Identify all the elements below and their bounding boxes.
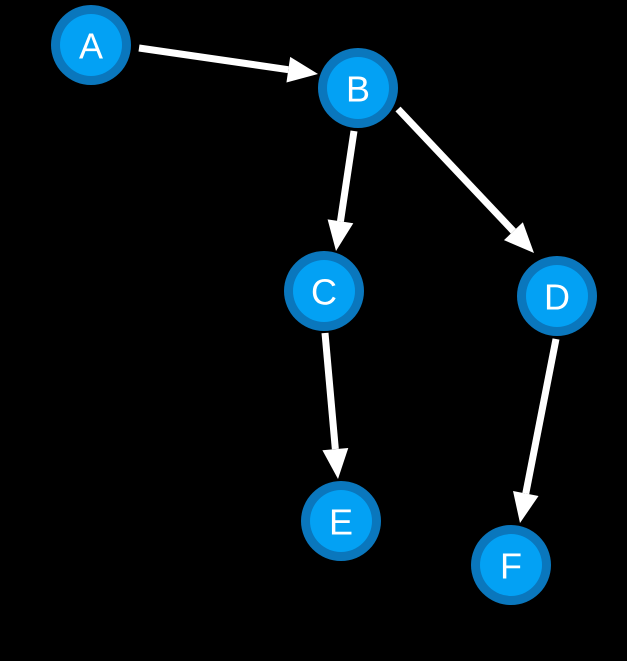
nodes-layer: A B C D E F xyxy=(51,5,597,605)
arrowhead-icon xyxy=(503,222,534,253)
node-core xyxy=(526,265,588,327)
node-core xyxy=(480,534,542,596)
node-label: A xyxy=(79,26,103,67)
graph-node-b[interactable]: B xyxy=(318,48,398,128)
node-core xyxy=(327,57,389,119)
node-label: D xyxy=(544,277,570,318)
graph-node-a[interactable]: A xyxy=(51,5,131,85)
graph-node-d[interactable]: D xyxy=(517,256,597,336)
node-label: B xyxy=(346,69,370,110)
edge-shaft xyxy=(321,332,339,450)
node-label: E xyxy=(329,502,353,543)
graph-edge-d-f[interactable] xyxy=(513,338,560,523)
edge-shaft xyxy=(522,338,560,495)
graph-edge-a-b[interactable] xyxy=(138,44,318,83)
edge-shaft xyxy=(138,44,289,74)
graph-edge-b-c[interactable] xyxy=(327,130,358,251)
arrowhead-icon xyxy=(327,219,354,251)
graph-edge-b-d[interactable] xyxy=(395,106,534,253)
node-core xyxy=(310,490,372,552)
arrowhead-icon xyxy=(513,491,539,523)
arrowhead-icon xyxy=(322,447,349,479)
node-core xyxy=(293,260,355,322)
node-label: F xyxy=(500,546,522,587)
node-core xyxy=(60,14,122,76)
node-label: C xyxy=(311,272,337,313)
graph-node-f[interactable]: F xyxy=(471,525,551,605)
graph-edge-c-e[interactable] xyxy=(321,332,349,479)
edge-shaft xyxy=(395,106,516,234)
graph-node-e[interactable]: E xyxy=(301,481,381,561)
graph-node-c[interactable]: C xyxy=(284,251,364,331)
edge-shaft xyxy=(336,130,358,222)
arrowhead-icon xyxy=(286,56,318,83)
edges-layer xyxy=(138,44,560,523)
